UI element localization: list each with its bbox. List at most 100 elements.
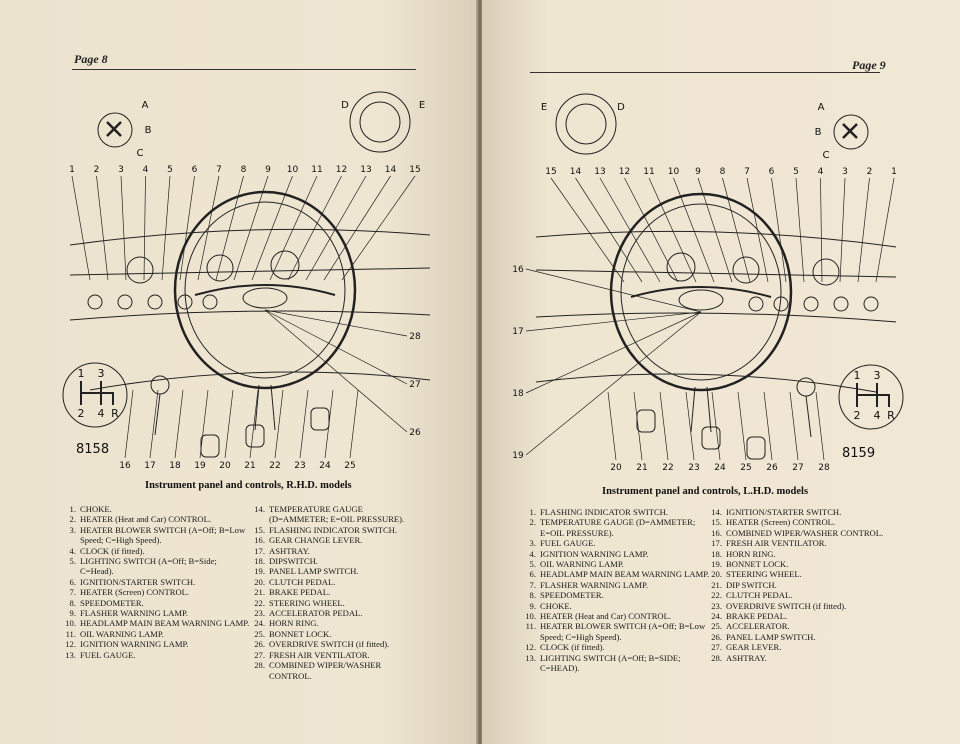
legend-item: 13.FUEL GAUGE. bbox=[62, 650, 252, 660]
panel-knob bbox=[863, 296, 879, 312]
callout-number: 9 bbox=[695, 167, 701, 177]
callout-number: 21 bbox=[636, 463, 647, 473]
leader-line bbox=[251, 175, 293, 281]
gear-pattern-lines bbox=[80, 381, 114, 405]
gear-label: 2 bbox=[78, 407, 85, 420]
legend-item: 3.HEATER BLOWER SWITCH (A=Off; B=Low Spe… bbox=[62, 525, 252, 546]
legend-number: 21. bbox=[254, 587, 265, 598]
legend-item: 22. CLUTCH PEDAL. bbox=[708, 590, 884, 600]
legend-item: 2. TEMPERATURE GAUGE (D=AMMETER; E=OIL PR… bbox=[522, 517, 712, 538]
fuel-gauge bbox=[206, 254, 234, 282]
legend-number: 20. bbox=[254, 576, 265, 587]
dashboard-panel-line bbox=[535, 269, 897, 278]
callout-number: 6 bbox=[192, 165, 198, 175]
gear-pattern-circle bbox=[838, 364, 904, 430]
legend-item: 11.HEATER BLOWER SWITCH (A=Off; B=Low Sp… bbox=[522, 621, 712, 642]
leader-line bbox=[149, 389, 159, 459]
switch-knob bbox=[842, 123, 858, 139]
legend-number: 26. bbox=[254, 639, 265, 650]
speedometer bbox=[666, 252, 696, 282]
switch-label-c: C bbox=[823, 150, 830, 161]
legend-text: CHOKE. bbox=[80, 504, 112, 514]
callout-number: 16 bbox=[512, 265, 524, 275]
legend-text: TEMPERATURE GAUGE (D=AMMETER; E=OIL PRES… bbox=[269, 504, 405, 525]
leader-line bbox=[697, 177, 733, 283]
legend-text: BRAKE PEDAL. bbox=[269, 587, 331, 598]
legend-number: 14. bbox=[254, 504, 265, 514]
leader-line bbox=[815, 391, 825, 461]
pedal bbox=[310, 407, 330, 431]
legend-item: 10.HEATER (Heat and Car) CONTROL. bbox=[522, 611, 712, 621]
leader-line bbox=[525, 311, 702, 332]
legend-item: 18.DIPSWITCH. bbox=[251, 556, 423, 566]
leader-line bbox=[324, 389, 334, 459]
legend-text: IGNITION/STARTER SWITCH. bbox=[726, 507, 842, 517]
callout-number: 1 bbox=[69, 165, 75, 175]
gear-lever bbox=[805, 395, 812, 438]
legend-number: 28. bbox=[711, 652, 722, 663]
legend-number: 9. bbox=[69, 608, 76, 619]
legend-text: FLASHER WARNING LAMP. bbox=[540, 579, 648, 590]
legend-item: 27.GEAR LEVER. bbox=[708, 642, 884, 652]
leader-line bbox=[820, 177, 823, 283]
legend-item: 19.PANEL LAMP SWITCH. bbox=[251, 566, 423, 576]
legend-item: 1.CHOKE. bbox=[62, 504, 252, 514]
legend-item: 13.LIGHTING SWITCH (A=Off; B=SIDE; C=HEA… bbox=[522, 653, 712, 674]
legend-text: TEMPERATURE GAUGE (D=AMMETER; E=OIL PRES… bbox=[540, 517, 696, 538]
leader-line bbox=[789, 391, 799, 461]
gear-lever bbox=[154, 393, 161, 436]
legend-text: ASHTRAY. bbox=[269, 545, 310, 556]
legend-number: 13. bbox=[525, 652, 536, 663]
callout-number: 8 bbox=[720, 167, 726, 177]
legend-text: IGNITION/STARTER SWITCH. bbox=[80, 576, 196, 587]
legend-item: 5.OIL WARNING LAMP. bbox=[522, 559, 712, 569]
gauge-label-d: D bbox=[341, 100, 349, 111]
legend-text: HEATER (Heat and Car) CONTROL. bbox=[540, 611, 672, 622]
callout-number: 18 bbox=[169, 461, 181, 471]
callout-number: 16 bbox=[119, 461, 131, 471]
legend-text: HEATER (Heat and Car) CONTROL. bbox=[80, 514, 212, 525]
switch-label-a: A bbox=[818, 102, 825, 113]
legend-item: 23.OVERDRIVE SWITCH (if fitted). bbox=[708, 601, 884, 611]
leader-line bbox=[264, 309, 408, 337]
legend-item: 25.ACCELERATOR. bbox=[708, 621, 884, 631]
right-page-number: Page 9 bbox=[852, 58, 886, 72]
legend-item: 26.PANEL LAMP SWITCH. bbox=[708, 632, 884, 642]
legend-item: 21.DIP SWITCH. bbox=[708, 580, 884, 590]
legend-text: FLASHING INDICATOR SWITCH. bbox=[540, 507, 669, 517]
legend-text: CLUTCH PEDAL. bbox=[726, 590, 793, 601]
legend-number: 19. bbox=[711, 559, 722, 570]
gauge-label-e: E bbox=[541, 102, 547, 113]
leader-line bbox=[839, 177, 846, 283]
legend-number: 22. bbox=[254, 597, 265, 608]
legend-text: HEADLAMP MAIN BEAM WARNING LAMP. bbox=[80, 618, 250, 629]
pedal bbox=[701, 426, 721, 450]
callout-number: 20 bbox=[219, 461, 231, 471]
callout-number: 25 bbox=[740, 463, 751, 473]
legend-item: 21. BRAKE PEDAL. bbox=[251, 587, 423, 597]
legend-text: OIL WARNING LAMP. bbox=[540, 559, 624, 570]
callout-number: 15 bbox=[545, 167, 556, 177]
legend-item: 26.OVERDRIVE SWITCH (if fitted). bbox=[251, 639, 423, 649]
leader-line bbox=[763, 391, 773, 461]
leader-line bbox=[71, 175, 91, 281]
callout-number: 22 bbox=[662, 463, 673, 473]
legend-item: 4.IGNITION WARNING LAMP. bbox=[522, 549, 712, 559]
switch-label-b: B bbox=[145, 125, 152, 136]
legend-text: ASHTRAY. bbox=[726, 652, 767, 663]
callout-number: 26 bbox=[766, 463, 778, 473]
pedal bbox=[636, 409, 656, 433]
legend-number: 2. bbox=[69, 514, 76, 525]
legend-item: 17.ASHTRAY. bbox=[251, 546, 423, 556]
right-legend-column-2: 14.IGNITION/STARTER SWITCH.15.HEATER (Sc… bbox=[708, 507, 884, 663]
legend-number: 6. bbox=[69, 576, 76, 587]
callout-number: 13 bbox=[594, 167, 605, 177]
callout-number: 1 bbox=[891, 167, 897, 177]
legend-number: 23. bbox=[254, 608, 265, 619]
legend-number: 2. bbox=[529, 517, 536, 528]
legend-text: HEATER BLOWER SWITCH (A=Off; B=Low Speed… bbox=[80, 524, 246, 546]
gauge-label-e: E bbox=[419, 100, 425, 111]
legend-item: 4.CLOCK (if fitted). bbox=[62, 546, 252, 556]
legend-number: 22. bbox=[711, 590, 722, 601]
